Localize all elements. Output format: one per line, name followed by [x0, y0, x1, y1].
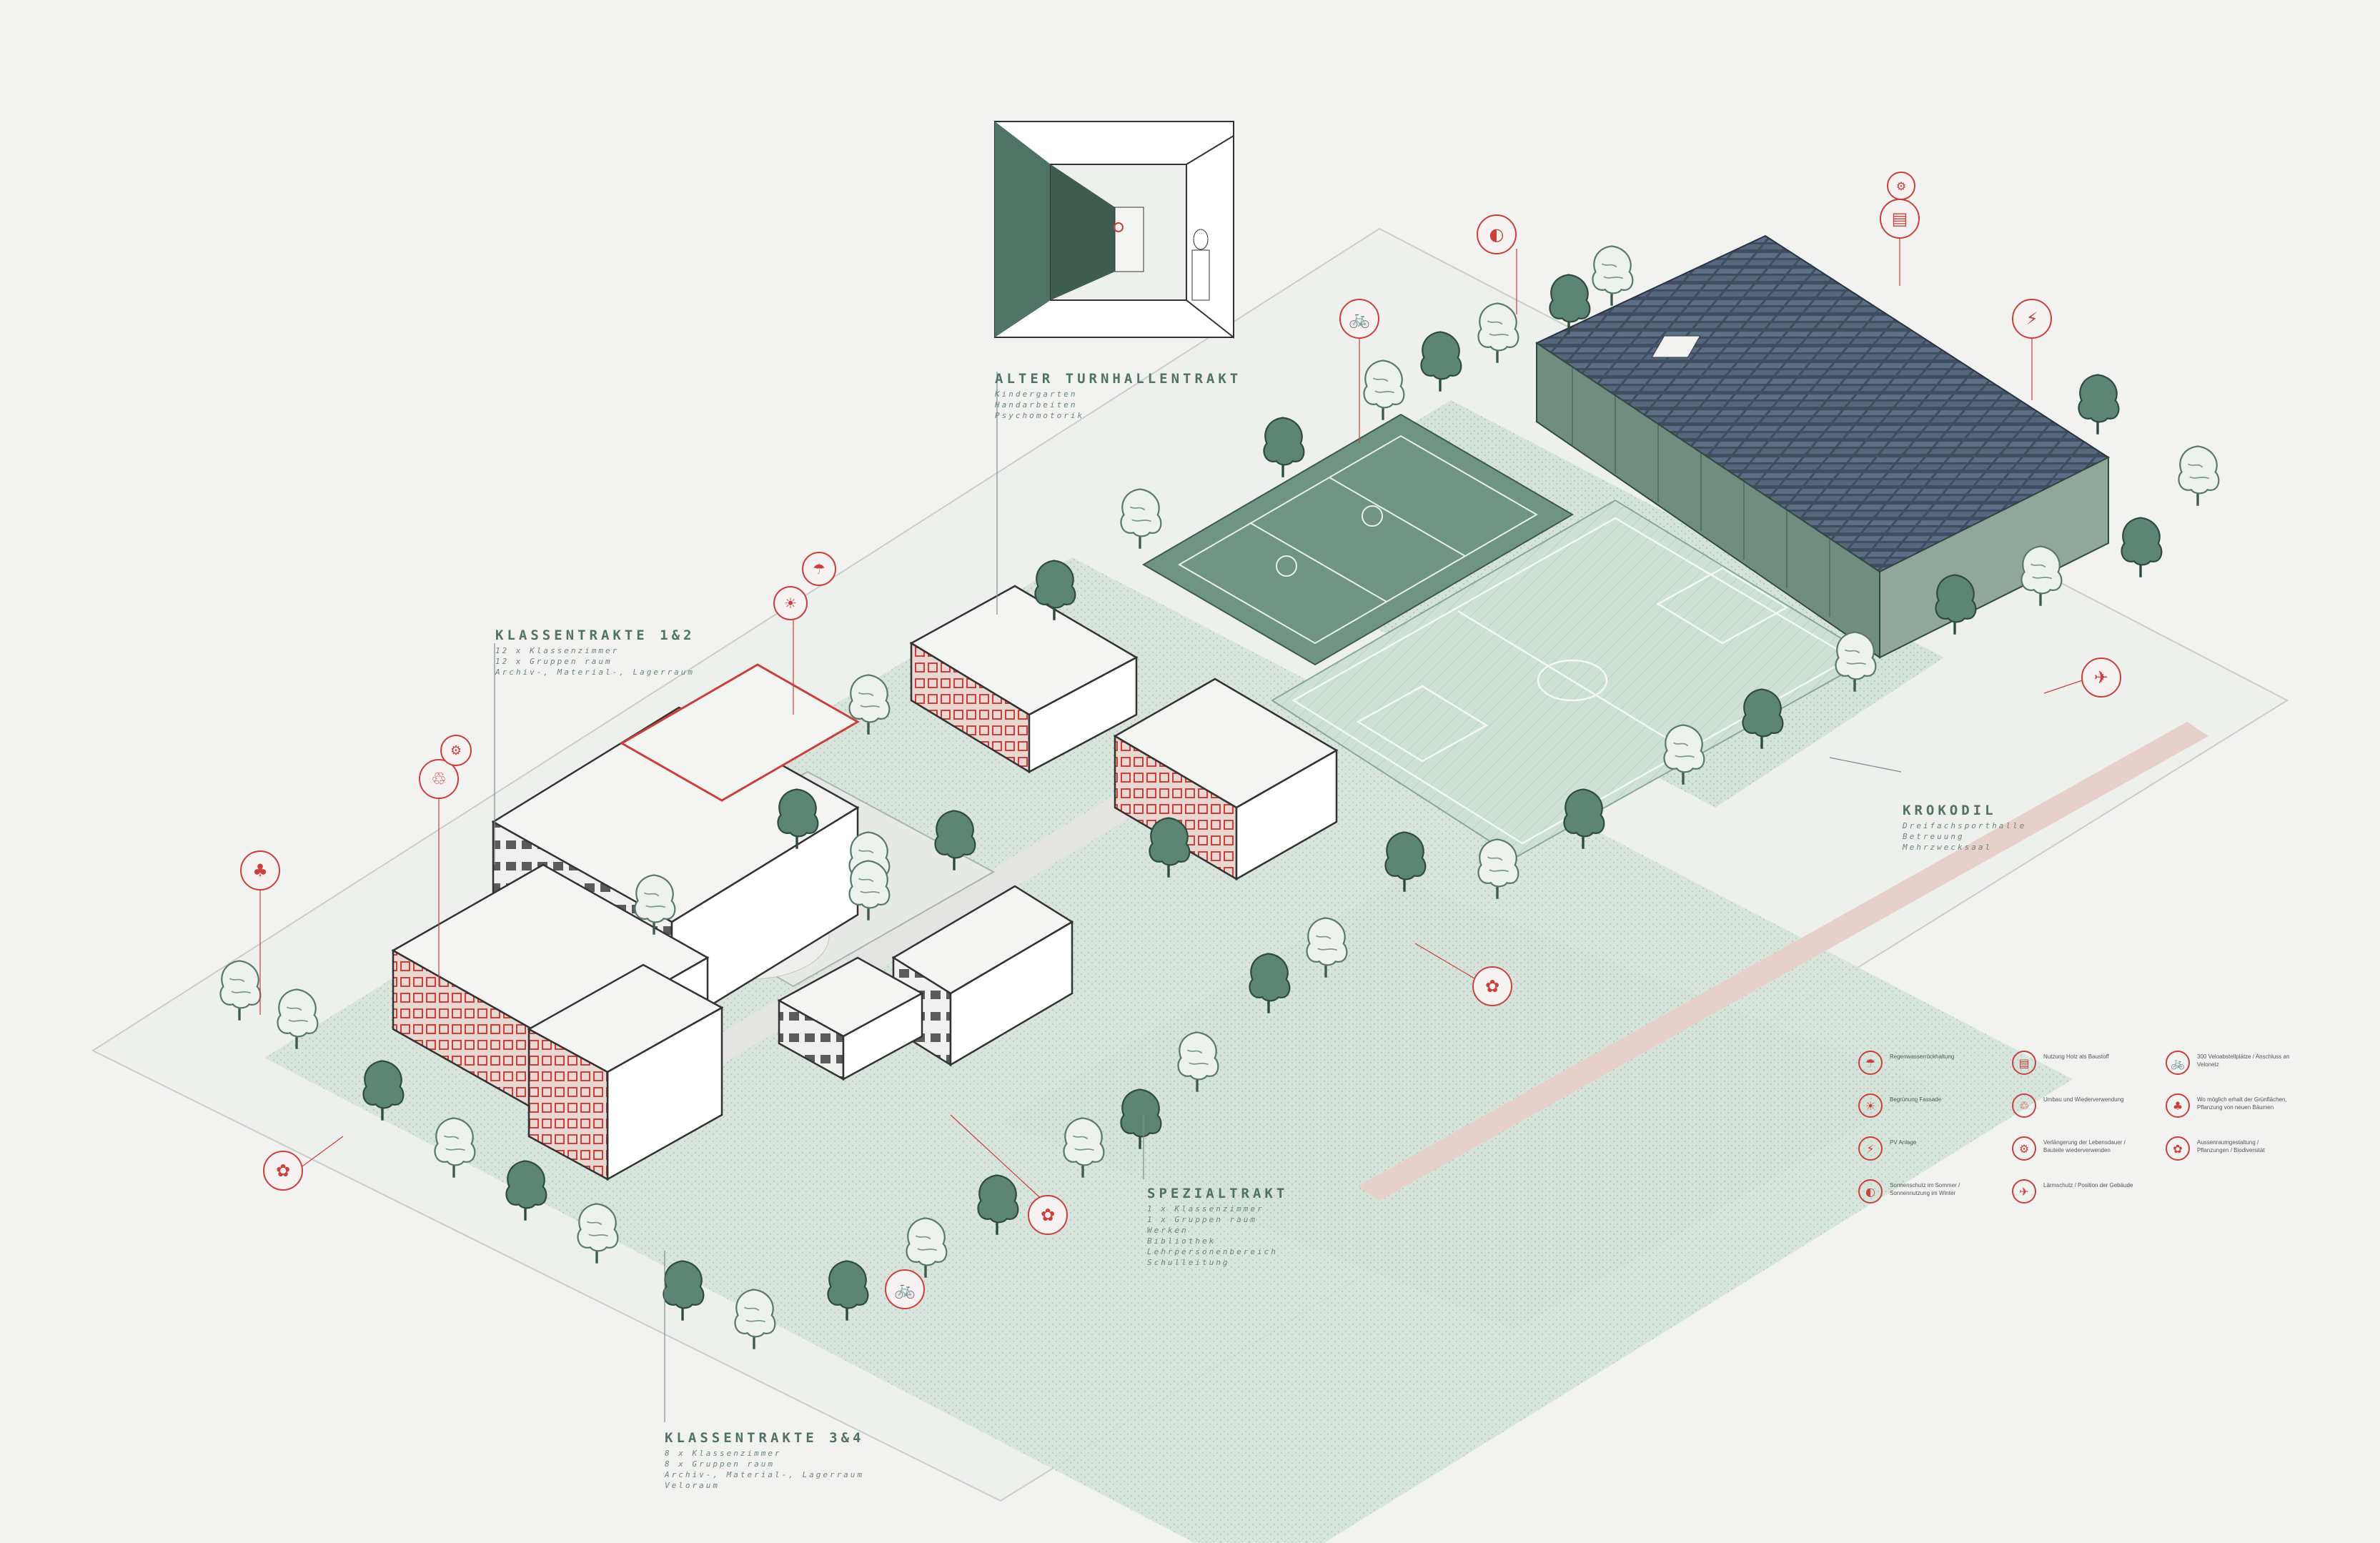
- bike-icon[interactable]: 🚲: [1339, 299, 1379, 339]
- sun-angle-icon: ◐: [1858, 1179, 1883, 1204]
- hard-court: [1142, 413, 1574, 666]
- line: Werken: [1147, 1226, 1189, 1235]
- bike-icon: 🚲: [2166, 1051, 2190, 1075]
- line: 1 x Gruppen raum: [1147, 1215, 1257, 1224]
- reuse-icon[interactable]: ▤: [1880, 199, 1920, 239]
- pv-icon[interactable]: ⚡: [2012, 299, 2052, 339]
- legend-item: ♲ Umbau und Wiederverwendung: [2012, 1093, 2141, 1122]
- legend-text: Aussenraumgestaltung / Pflanzungen / Bio…: [2197, 1139, 2265, 1153]
- interior-perspective-inset: [994, 121, 1234, 339]
- line: Kindergarten: [995, 390, 1078, 399]
- line: Bibliothek: [1147, 1236, 1216, 1246]
- line: 8 x Klassenzimmer: [665, 1449, 782, 1458]
- title: SPEZIALTRAKT: [1147, 1186, 1289, 1201]
- line: Handarbeiten: [995, 400, 1078, 410]
- plant-icon[interactable]: ✿: [263, 1151, 303, 1191]
- plant-icon[interactable]: ✿: [1472, 966, 1512, 1006]
- label-alter-turnhallentrakt: ALTER TURNHALLENTRAKT Kindergarten Handa…: [995, 372, 1241, 420]
- line: Dreifachsporthalle: [1903, 821, 2027, 830]
- line: 12 x Gruppen raum: [495, 657, 613, 666]
- legend-item: ⚡ PV Anlage: [1858, 1136, 1987, 1165]
- building-alter-turnhallentrakt: [909, 585, 1339, 881]
- plant-icon: ✿: [2166, 1136, 2190, 1161]
- legend-item: ♣ Wo möglich erhalt der Grünflächen, Pfl…: [2166, 1093, 2294, 1122]
- leader-lines: [494, 372, 1902, 1422]
- line: Psychomotorik: [995, 411, 1085, 420]
- label-krokodil: KROKODIL Dreifachsporthalle Betreuung Me…: [1903, 803, 2027, 852]
- legend-item: ◐ Sonnenschutz im Sommer / Sonnennutzung…: [1858, 1179, 1987, 1208]
- legend-item: ⚙ Verlängerung der Lebensdauer / Bauteil…: [2012, 1136, 2141, 1165]
- line: 1 x Klassenzimmer: [1147, 1204, 1264, 1214]
- bike-icon[interactable]: 🚲: [885, 1269, 925, 1309]
- legend-text: PV Anlage: [1890, 1139, 1917, 1146]
- line: Mehrzwecksaal: [1903, 843, 1993, 852]
- building-klassentrakte-34: [527, 885, 1074, 1181]
- no-fly-icon: ✈: [2012, 1179, 2036, 1204]
- rainwater-icon[interactable]: ☂: [802, 552, 836, 586]
- reuse-icon: ▤: [2012, 1051, 2036, 1075]
- label-klassentrakte-34: KLASSENTRAKTE 3&4 8 x Klassenzimmer 8 x …: [665, 1430, 865, 1490]
- legend: ☂ Regenwasserrückhaltung ☀ Begrünung Fas…: [1858, 1051, 2289, 1229]
- legend-text: Lärmschutz / Position der Gebäude: [2043, 1182, 2133, 1189]
- title: KROKODIL: [1903, 803, 1997, 818]
- line: Archiv-, Material-, Lagerraum: [665, 1470, 865, 1479]
- legend-text: Wo möglich erhalt der Grünflächen, Pflan…: [2197, 1096, 2287, 1111]
- line: 8 x Gruppen raum: [665, 1459, 775, 1469]
- sun-shade-icon: ☀: [1858, 1093, 1883, 1118]
- legend-item: ▤ Nutzung Holz als Baustoff: [2012, 1051, 2141, 1079]
- pv-icon: ⚡: [1858, 1136, 1883, 1161]
- line: 12 x Klassenzimmer: [495, 646, 620, 655]
- legend-item: ✿ Aussenraumgestaltung / Pflanzungen / B…: [2166, 1136, 2294, 1165]
- legend-text: Regenwasserrückhaltung: [1890, 1053, 1955, 1060]
- recycle-icon: ♲: [2012, 1093, 2036, 1118]
- legend-text: Umbau und Wiederverwendung: [2043, 1096, 2124, 1103]
- legend-text: Sonnenschutz im Sommer / Sonnennutzung i…: [1890, 1182, 1960, 1196]
- sun-angle-icon[interactable]: ◐: [1477, 214, 1517, 254]
- label-spezialtrakt: SPEZIALTRAKT 1 x Klassenzimmer 1 x Grupp…: [1147, 1186, 1289, 1267]
- title: KLASSENTRAKTE 3&4: [665, 1430, 865, 1446]
- title: KLASSENTRAKTE 1&2: [495, 627, 695, 643]
- building-spezialtrakt: [777, 956, 924, 1081]
- label-klassentrakte-12: KLASSENTRAKTE 1&2 12 x Klassenzimmer 12 …: [495, 627, 695, 677]
- tree-icon[interactable]: ♣: [240, 850, 280, 890]
- gears-icon[interactable]: ⚙: [1887, 172, 1915, 200]
- no-fly-icon[interactable]: ✈: [2081, 658, 2121, 698]
- line: Veloraum: [665, 1481, 720, 1490]
- legend-item: 🚲 300 Veloabstellplätze / Anschluss an V…: [2166, 1051, 2294, 1079]
- line: Archiv-, Material-, Lagerraum: [495, 668, 695, 677]
- line: Betreuung: [1903, 832, 1965, 841]
- legend-text: 300 Veloabstellplätze / Anschluss an Vel…: [2197, 1053, 2290, 1068]
- legend-item: ☀ Begrünung Fassade: [1858, 1093, 1987, 1122]
- gears-icon[interactable]: ⚙: [440, 735, 472, 766]
- sun-shade-icon[interactable]: ☀: [773, 586, 808, 620]
- line: Lehrpersonenbereich: [1147, 1247, 1278, 1256]
- legend-item: ☂ Regenwasserrückhaltung: [1858, 1051, 1987, 1079]
- legend-item: ✈ Lärmschutz / Position der Gebäude: [2012, 1179, 2141, 1208]
- gears-icon: ⚙: [2012, 1136, 2036, 1161]
- legend-text: Verlängerung der Lebensdauer / Bauteile …: [2043, 1139, 2126, 1153]
- title: ALTER TURNHALLENTRAKT: [995, 371, 1242, 387]
- tree-icon: ♣: [2166, 1093, 2190, 1118]
- line: Schulleitung: [1147, 1258, 1230, 1267]
- rainwater-icon: ☂: [1858, 1051, 1883, 1075]
- legend-text: Begrünung Fassade: [1890, 1096, 1942, 1103]
- legend-text: Nutzung Holz als Baustoff: [2043, 1053, 2109, 1060]
- plant-icon[interactable]: ✿: [1028, 1195, 1068, 1235]
